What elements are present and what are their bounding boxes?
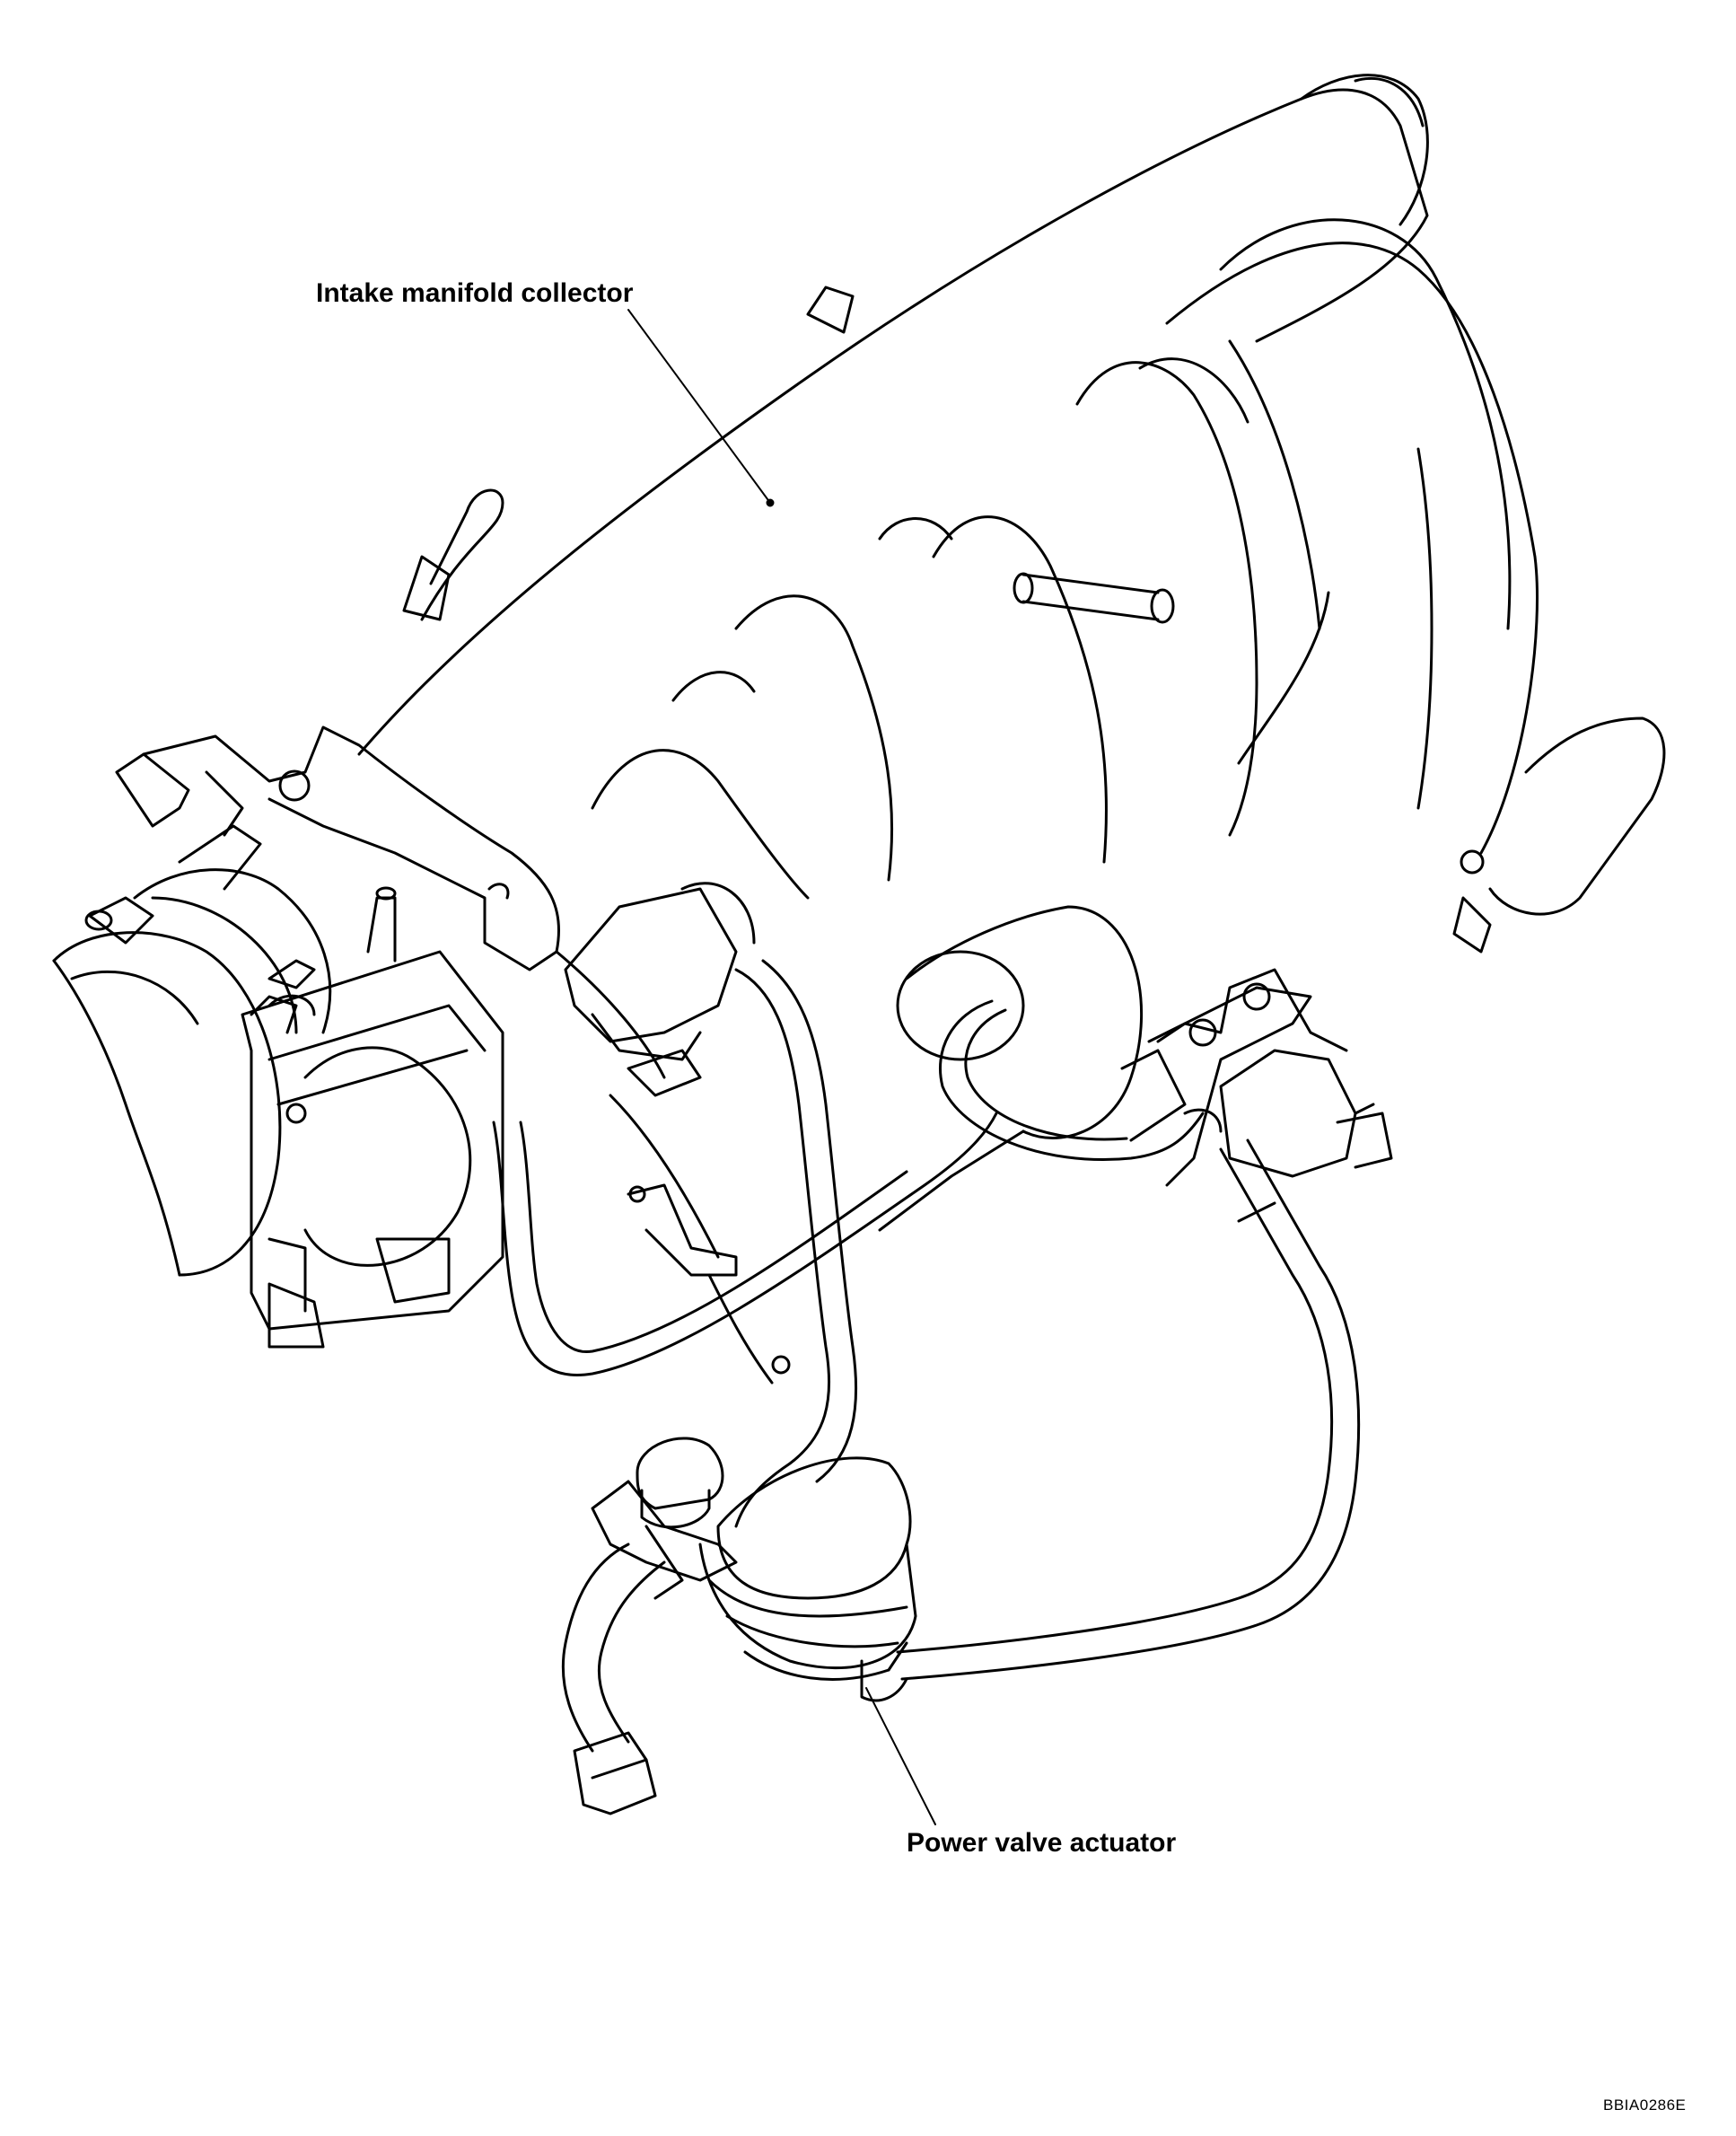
manifold-lower (555, 950, 1025, 1384)
vacuum-hose-right (896, 999, 1361, 1681)
intake-manifold-collector (357, 74, 1429, 756)
throttle-body (52, 868, 504, 1349)
actuator-bolt-clamp (591, 1437, 738, 1582)
power-valve-actuator (698, 1456, 917, 1702)
right-bracket (1147, 982, 1312, 1187)
label-power-valve-actuator: Power valve actuator (907, 1828, 1177, 1858)
leader-line-collector (627, 309, 771, 504)
lower-hose-fitting (561, 1525, 684, 1815)
power-valve-canister (896, 905, 1348, 1142)
sensor-connector-right (1219, 1049, 1393, 1178)
vacuum-hose-left (492, 1112, 998, 1376)
leader-line-actuator (865, 1687, 936, 1825)
center-tube (734, 959, 858, 1528)
throttle-bracket (115, 725, 561, 971)
manifold-stud (1013, 572, 1175, 624)
label-intake-manifold-collector: Intake manifold collector (316, 278, 634, 308)
intake-runners (591, 218, 1666, 954)
figure-code: BBIA0286E (1603, 2096, 1687, 2114)
sensor-connector-center (564, 882, 756, 1097)
